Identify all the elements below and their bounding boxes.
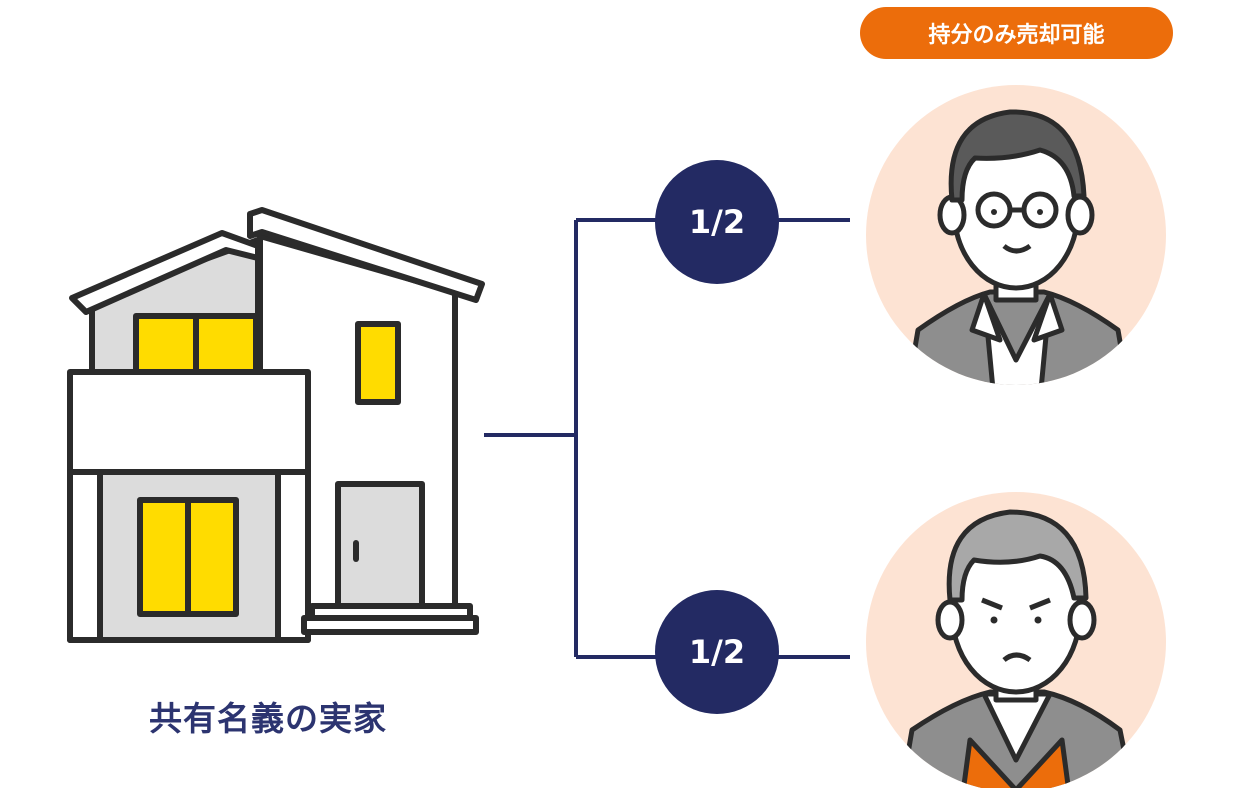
sell-share-only-badge: 持分のみ売却可能	[860, 7, 1173, 59]
man-with-glasses-icon	[866, 85, 1166, 385]
share-top-circle: 1/2	[655, 160, 779, 284]
older-man-icon	[866, 492, 1166, 788]
connector-lines	[484, 218, 850, 659]
share-bottom-circle: 1/2	[655, 590, 779, 714]
house-icon	[67, 207, 485, 643]
house-caption: 共有名義の実家	[149, 699, 387, 738]
